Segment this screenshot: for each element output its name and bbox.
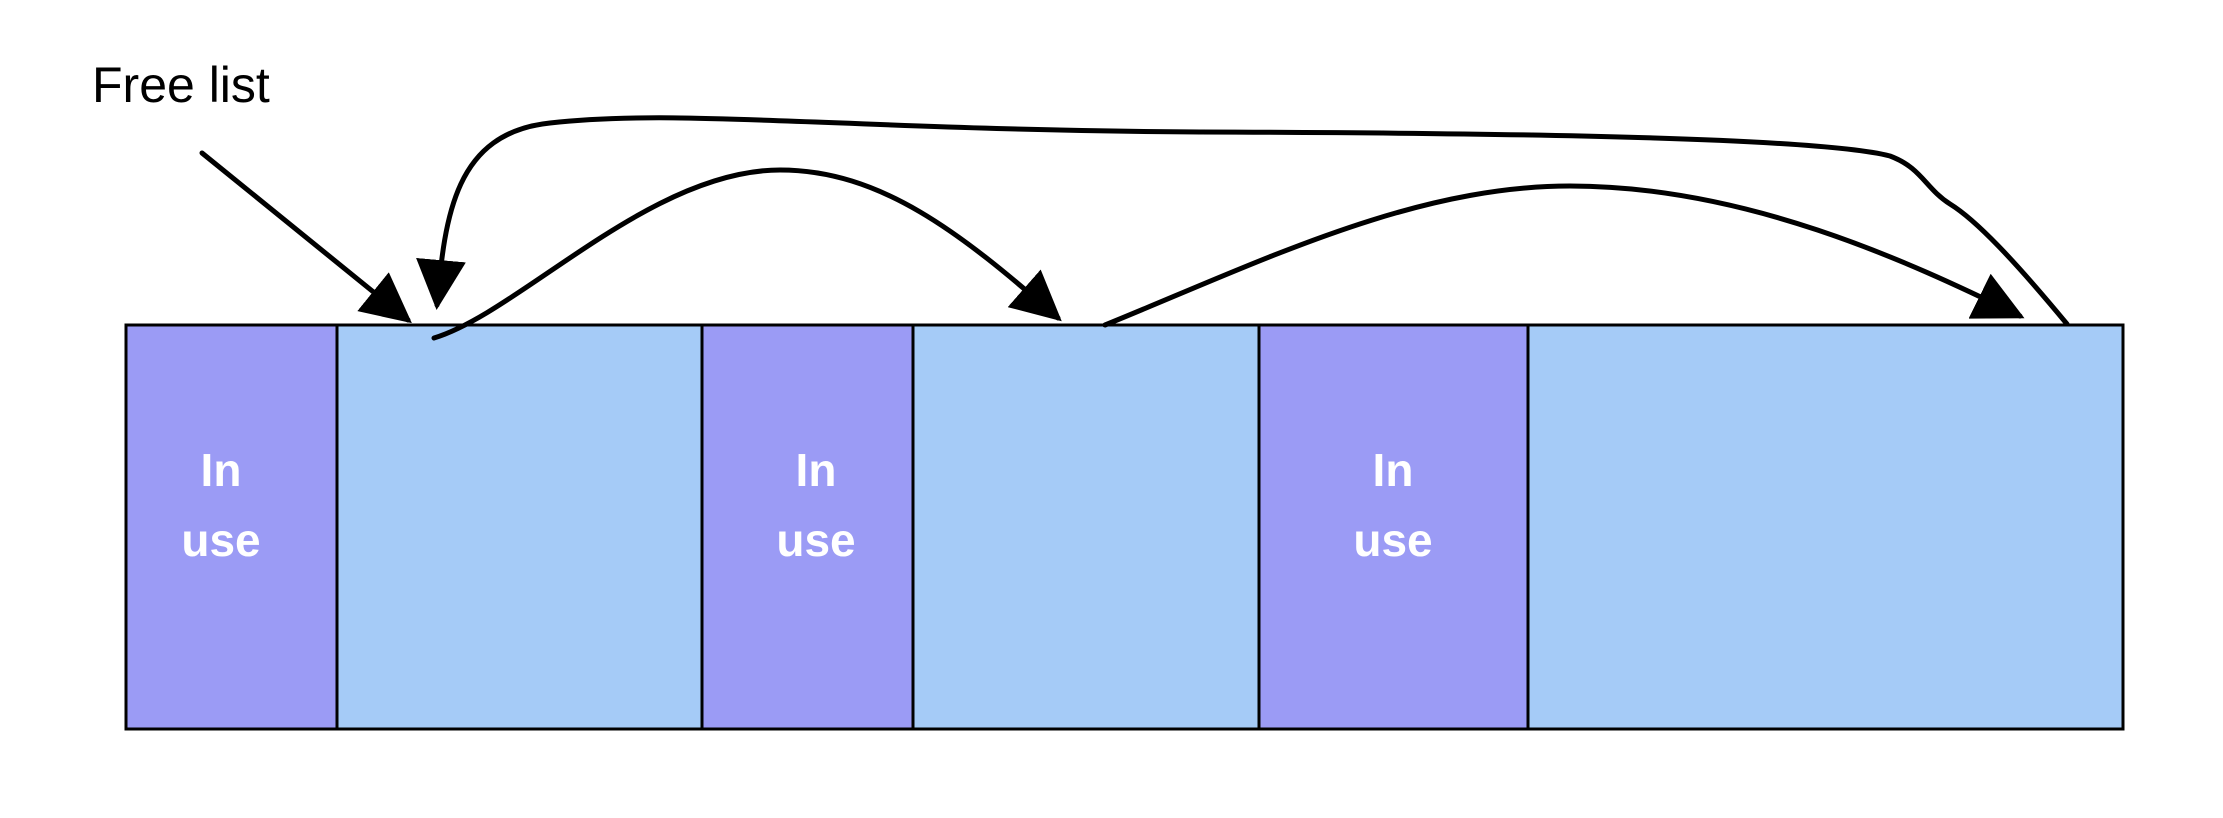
block-free-2 xyxy=(911,323,1261,731)
in-use-labels: In use In use In use xyxy=(181,444,1432,566)
block-used-3-label-line2: use xyxy=(1353,514,1432,566)
free-3-to-free-1-arrow xyxy=(416,115,2070,327)
block-used-1-label-line2: use xyxy=(181,514,260,566)
free-2-to-free-3-arrow xyxy=(1102,183,2025,328)
block-free-1 xyxy=(335,323,704,731)
block-used-3 xyxy=(1257,323,1530,731)
block-used-1-label-line1: In xyxy=(201,444,242,496)
block-used-1 xyxy=(124,323,339,731)
free-list-label: Free list xyxy=(92,57,270,113)
head-pointer-arrow xyxy=(199,150,412,324)
block-used-2-label-line2: use xyxy=(776,514,855,566)
block-free-3 xyxy=(1526,323,2125,731)
block-used-2 xyxy=(700,323,915,731)
block-used-3-label-line1: In xyxy=(1373,444,1414,496)
block-used-2-label-line1: In xyxy=(796,444,837,496)
free-list-arrows xyxy=(199,115,2070,341)
memory-blocks xyxy=(124,323,2125,731)
free-1-to-free-2-arrow xyxy=(431,167,1062,341)
